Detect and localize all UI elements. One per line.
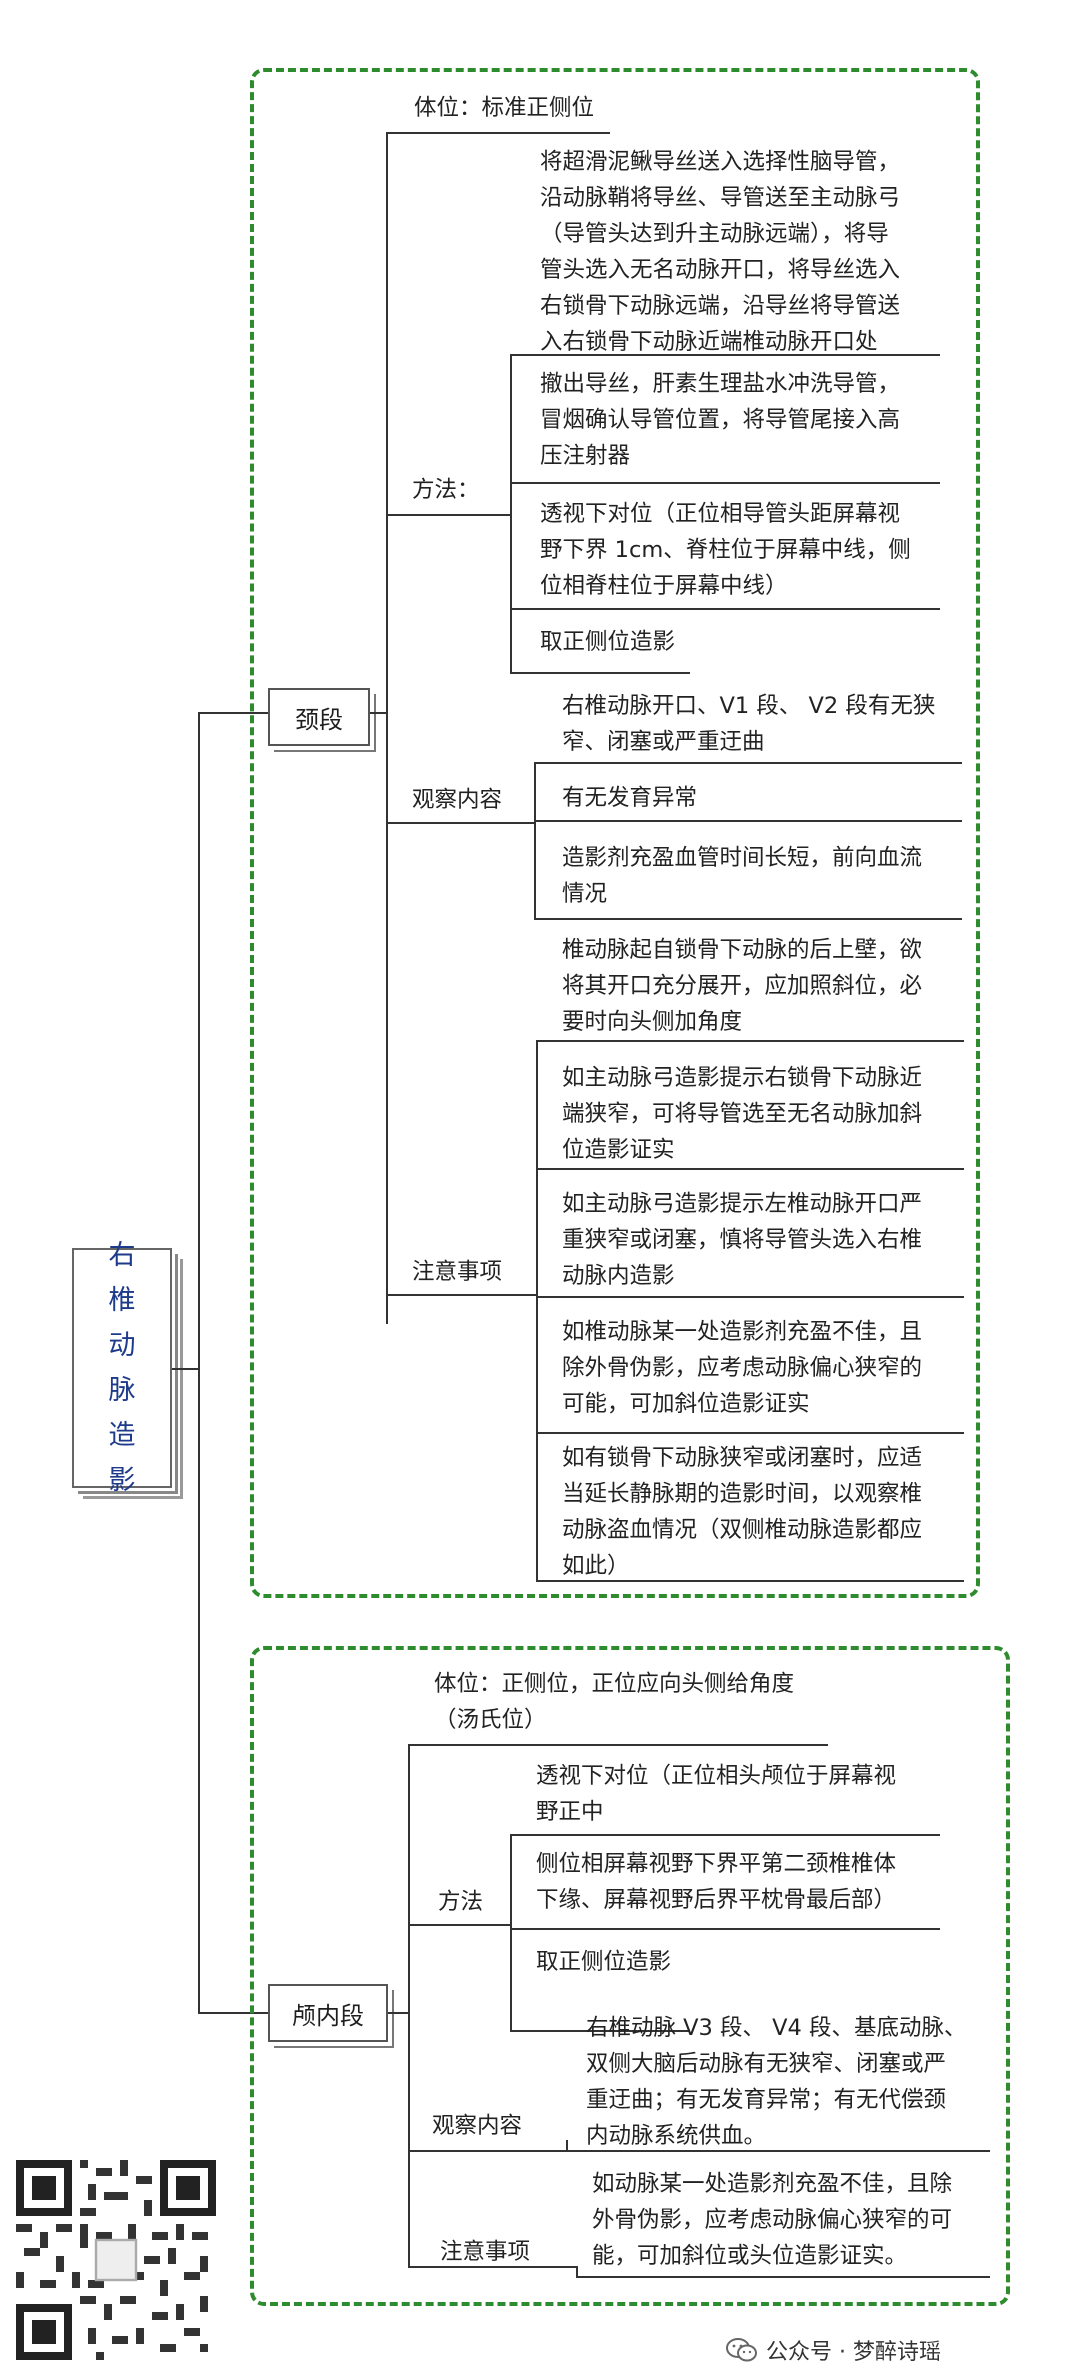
intracranial-method-2-line bbox=[510, 1928, 940, 1930]
neck-note-3-line bbox=[536, 1296, 964, 1298]
intracranial-method-1-line bbox=[510, 1834, 940, 1836]
neck-method-label: 方法： bbox=[412, 477, 480, 503]
neck-position: 体位：标准正侧位 bbox=[414, 95, 595, 121]
neck-observe-2-line bbox=[534, 820, 962, 822]
intracranial-method-3: 取正侧位造影 bbox=[536, 1949, 672, 1975]
root-node: 右椎动脉造影 bbox=[72, 1240, 172, 1496]
neck-observe-line bbox=[386, 822, 536, 824]
neck-node: 颈段 bbox=[268, 688, 370, 746]
intracranial-method-2: 侧位相屏幕视野下界平第二颈椎椎体 下缘、屏幕视野后界平枕骨最后部） bbox=[536, 1851, 897, 1913]
intracranial-notes: 如动脉某一处造影剂充盈不佳，且除 外骨伪影，应考虑动脉偏心狭窄的可 能，可加斜位… bbox=[592, 2171, 953, 2269]
neck-note-1: 椎动脉起自锁骨下动脉的后上壁，欲 将其开口充分展开，应加照斜位，必 要时向头侧加… bbox=[562, 937, 923, 1035]
intracranial-notes-label: 注意事项 bbox=[440, 2239, 531, 2265]
watermark-text: 公众号 · 梦醉诗瑶 bbox=[766, 2340, 941, 2365]
root-label: 右椎动脉造影 bbox=[108, 1240, 136, 1496]
neck-method-4-line bbox=[510, 672, 690, 674]
neck-observe-1-line bbox=[534, 762, 962, 764]
neck-notes-line bbox=[386, 1294, 538, 1296]
neck-note-2-line bbox=[536, 1168, 964, 1170]
neck-note-1-line bbox=[536, 1040, 964, 1042]
intracranial-group bbox=[250, 1646, 1010, 2306]
neck-method-branch bbox=[510, 354, 512, 674]
neck-position-line bbox=[386, 132, 610, 134]
intracranial-notes-branch bbox=[576, 2266, 578, 2276]
intracranial-method-line bbox=[408, 1924, 512, 1926]
intracranial-connector bbox=[198, 2012, 268, 2014]
intracranial-method-1: 透视下对位（正位相头颅位于屏幕视 野正中 bbox=[536, 1763, 897, 1825]
intracranial-method-branch bbox=[510, 1834, 512, 2030]
neck-observe-branch bbox=[534, 762, 536, 920]
intracranial-node-connector bbox=[388, 2012, 410, 2014]
neck-method-1: 将超滑泥鳅导丝送入选择性脑导管， 沿动脉鞘将导丝、导管送至主动脉弓 （导管头达到… bbox=[540, 149, 901, 355]
intracranial-observe-text-line bbox=[566, 2150, 990, 2152]
intracranial-notes-text-line bbox=[576, 2276, 990, 2278]
neck-method-3-line bbox=[510, 608, 940, 610]
neck-method-4: 取正侧位造影 bbox=[540, 629, 676, 655]
neck-branch-line bbox=[386, 132, 388, 1324]
neck-note-4: 如椎动脉某一处造影剂充盈不佳，且 除外骨伪影，应考虑动脉偏心狭窄的 可能，可加斜… bbox=[562, 1319, 923, 1417]
neck-note-4-line bbox=[536, 1432, 964, 1434]
neck-observe-label: 观察内容 bbox=[412, 787, 503, 813]
intracranial-position-line bbox=[408, 1744, 828, 1746]
neck-label: 颈段 bbox=[295, 705, 343, 734]
intracranial-position: 体位：正侧位，正位应向头侧给角度 （汤氏位） bbox=[434, 1671, 795, 1733]
neck-method-2: 撤出导丝，肝素生理盐水冲洗导管， 冒烟确认导管位置，将导管尾接入高 压注射器 bbox=[540, 371, 901, 469]
intracranial-method-label: 方法 bbox=[438, 1889, 484, 1915]
neck-group bbox=[250, 68, 980, 1598]
root-connector bbox=[172, 1368, 200, 1370]
qr-code bbox=[16, 2160, 216, 2360]
neck-observe-1: 右椎动脉开口、V1 段、 V2 段有无狭 窄、闭塞或严重迂曲 bbox=[562, 693, 936, 755]
intracranial-node: 颅内段 bbox=[268, 1984, 388, 2042]
intracranial-label: 颅内段 bbox=[292, 2001, 364, 2030]
neck-observe-3-line bbox=[534, 918, 962, 920]
neck-notes-branch bbox=[536, 1040, 538, 1580]
intracranial-observe: 右椎动脉 V3 段、 V4 段、基底动脉、 双侧大脑后动脉有无狭窄、闭塞或严 重… bbox=[586, 2015, 967, 2149]
neck-note-5: 如有锁骨下动脉狭窄或闭塞时，应适 当延长静脉期的造影时间，以观察椎 动脉盗血情况… bbox=[562, 1445, 923, 1579]
neck-method-1-line bbox=[510, 354, 940, 356]
neck-method-2-line bbox=[510, 482, 940, 484]
neck-method-line bbox=[386, 514, 512, 516]
neck-notes-label: 注意事项 bbox=[412, 1259, 503, 1285]
intracranial-method-3-line bbox=[510, 2030, 690, 2032]
neck-observe-2: 有无发育异常 bbox=[562, 785, 698, 811]
intracranial-observe-line bbox=[408, 2150, 568, 2152]
neck-note-5-line bbox=[536, 1580, 964, 1582]
neck-note-2: 如主动脉弓造影提示右锁骨下动脉近 端狭窄，可将导管选至无名动脉加斜 位造影证实 bbox=[562, 1065, 923, 1163]
intracranial-observe-label: 观察内容 bbox=[432, 2113, 523, 2139]
trunk-line bbox=[198, 712, 200, 2012]
intracranial-observe-branch bbox=[566, 2140, 568, 2152]
intracranial-notes-line bbox=[408, 2266, 578, 2268]
neck-method-3: 透视下对位（正位相导管头距屏幕视 野下界 1cm、脊柱位于屏幕中线，侧 位相脊柱… bbox=[540, 501, 911, 599]
neck-connector bbox=[198, 712, 268, 714]
wechat-icon bbox=[726, 2338, 757, 2362]
intracranial-branch-line bbox=[408, 1744, 410, 2266]
neck-note-3: 如主动脉弓造影提示左椎动脉开口严 重狭窄或闭塞，慎将导管头选入右椎 动脉内造影 bbox=[562, 1191, 923, 1289]
neck-observe-3: 造影剂充盈血管时间长短，前向血流 情况 bbox=[562, 845, 923, 907]
neck-node-connector bbox=[370, 712, 388, 714]
